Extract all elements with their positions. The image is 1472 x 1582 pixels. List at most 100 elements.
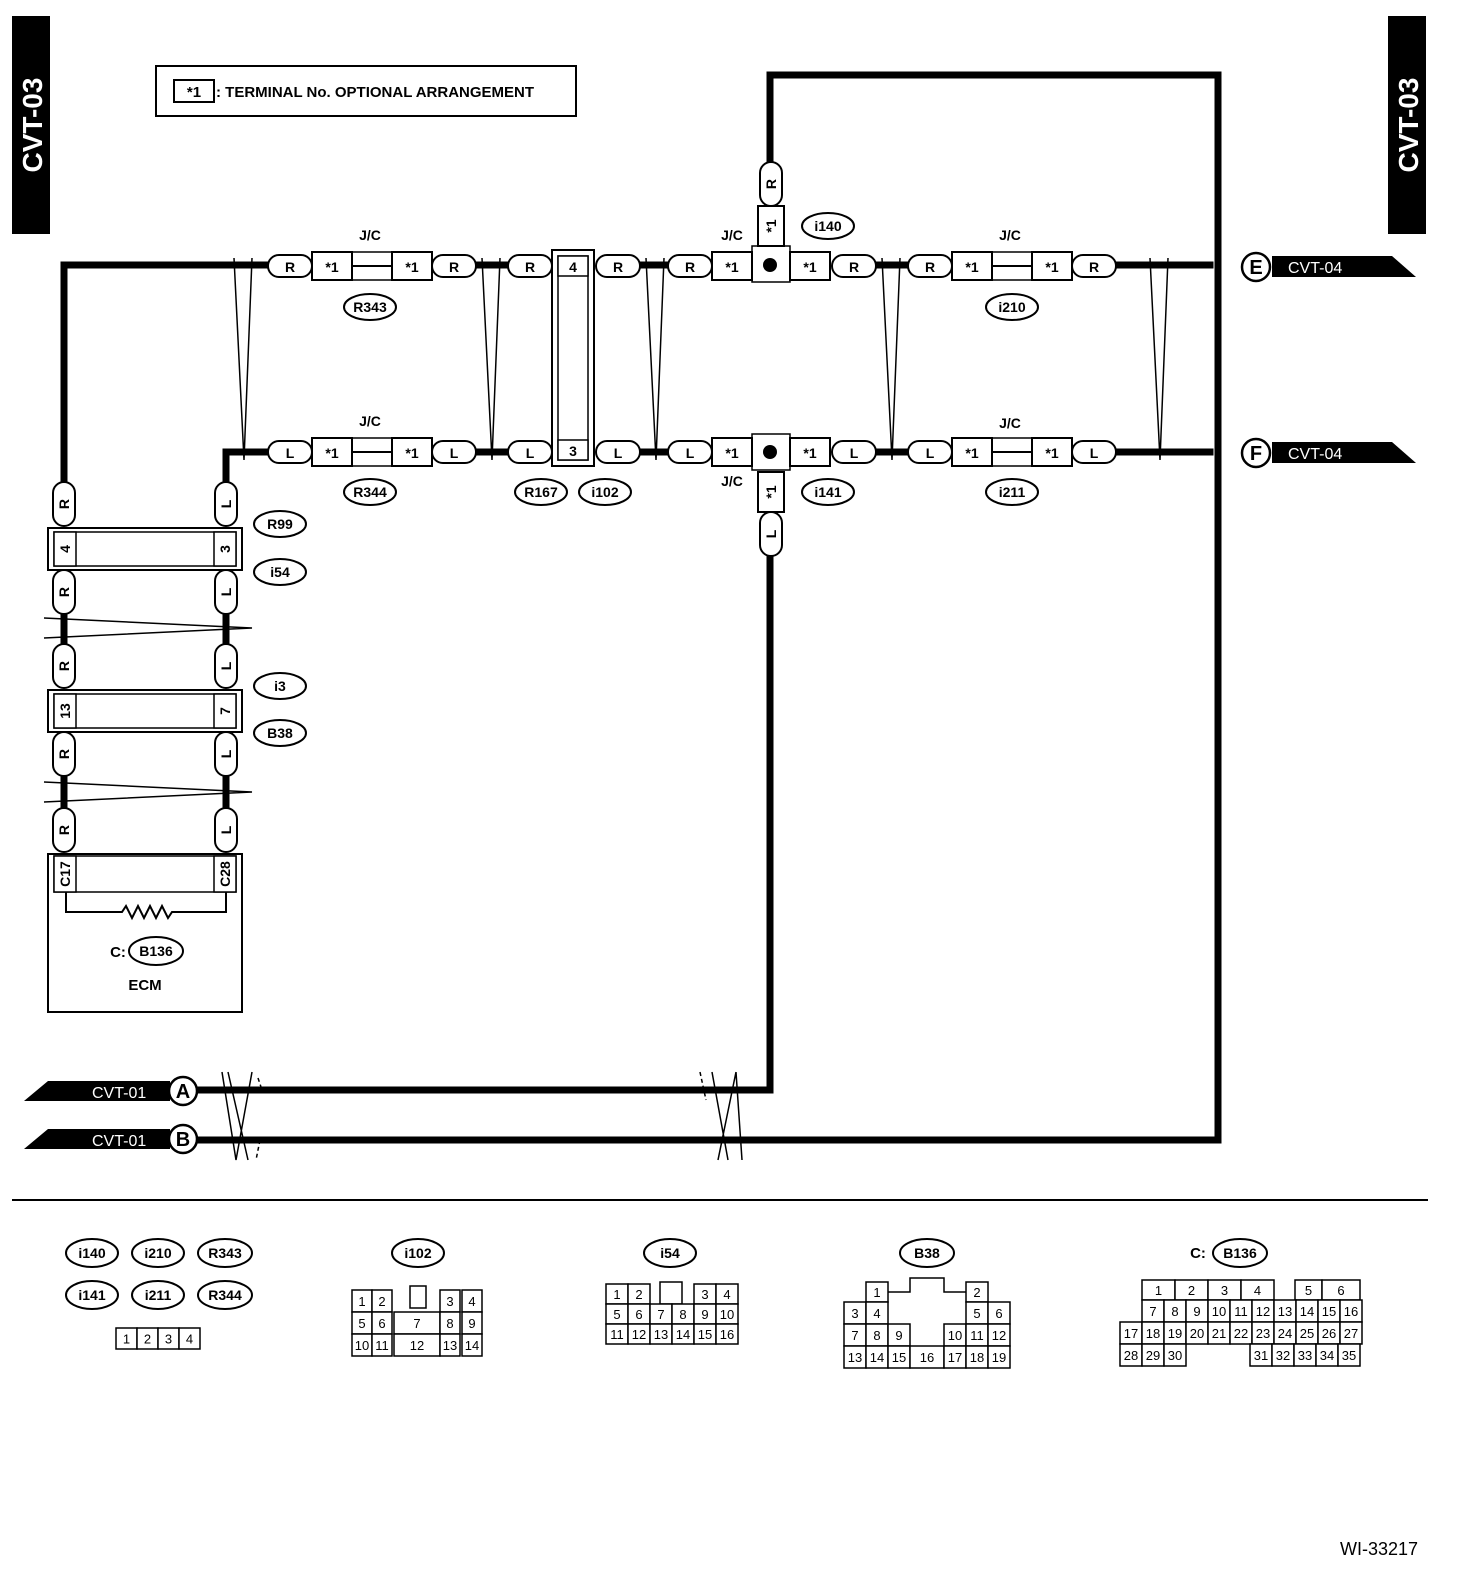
pin-r99-4: 4: [57, 545, 73, 553]
pin-ecm-c17: C17: [57, 861, 73, 887]
pin-number: 11: [1234, 1304, 1248, 1319]
pin-number: 13: [654, 1327, 668, 1342]
figure-id: WI-33217: [1340, 1539, 1418, 1559]
ecm-label: ECM: [128, 977, 161, 994]
wire-color-r: R: [763, 179, 779, 189]
page-tab-left-label: CVT-03: [17, 78, 48, 173]
pin-optional: *1: [803, 259, 816, 275]
pin-number: 29: [1146, 1348, 1160, 1363]
view-tag-r344: R344: [208, 1287, 242, 1303]
pin-number: 4: [186, 1332, 193, 1347]
pin-number: 30: [1168, 1348, 1182, 1363]
pin-number: 8: [679, 1307, 686, 1322]
pin-number: 8: [1171, 1304, 1178, 1319]
pin-i3-7: 7: [217, 707, 233, 715]
pin-number: 5: [973, 1306, 980, 1321]
wire-color-l: L: [763, 529, 779, 538]
page-tab-left: CVT-03: [12, 16, 50, 234]
pin-number: 4: [468, 1294, 475, 1309]
pin-number: 4: [1254, 1283, 1261, 1298]
view-tag-b136: B136: [1223, 1245, 1257, 1261]
view-b136-prefix: C:: [1190, 1245, 1206, 1262]
jc-label: J/C: [999, 227, 1021, 243]
wire-color-l: L: [686, 445, 695, 461]
connector-views: i140 i210 R343 i141 i211 R344 i102 i54 B…: [65, 1238, 1363, 1369]
pin-optional: *1: [405, 259, 418, 275]
pin-number: 18: [970, 1350, 984, 1365]
jc-label: J/C: [721, 473, 743, 489]
pin-cell: [461, 1333, 483, 1357]
pin-i3-13: 13: [57, 703, 73, 719]
off-page-a-ref: CVT-01: [92, 1085, 146, 1102]
wire-color-l: L: [218, 661, 234, 670]
pin-number: 9: [895, 1328, 902, 1343]
wire-color-l: L: [614, 445, 623, 461]
connector-b38-tag: B38: [267, 725, 293, 741]
wire-color-l: L: [850, 445, 859, 461]
pin-cell: [659, 1281, 683, 1305]
pin-number: 16: [920, 1350, 934, 1365]
pin-number: 19: [992, 1350, 1006, 1365]
pin-optional: *1: [965, 445, 978, 461]
pin-number: 15: [892, 1350, 906, 1365]
pin-optional: *1: [725, 259, 738, 275]
pin-number: 20: [1190, 1326, 1204, 1341]
jc-label: J/C: [999, 415, 1021, 431]
wire-color-l: L: [286, 445, 295, 461]
legend-text: : TERMINAL No. OPTIONAL ARRANGEMENT: [216, 84, 534, 101]
pin-number: 6: [995, 1306, 1002, 1321]
pin-number: 12: [632, 1327, 646, 1342]
pin-number: 1: [613, 1287, 620, 1302]
pin-number: 4: [723, 1287, 730, 1302]
page-tab-right: CVT-03: [1388, 16, 1426, 234]
pin-number: 24: [1278, 1326, 1292, 1341]
page-tab-right-label: CVT-03: [1393, 78, 1424, 173]
row-r: R *1 *1 R J/C R343 R 4 R R *1 *1 R *1 R: [267, 161, 1117, 467]
wire-color-l: L: [450, 445, 459, 461]
view-tag-r343: R343: [208, 1245, 242, 1261]
pin-number: 2: [1188, 1283, 1195, 1298]
pin-optional: *1: [803, 445, 816, 461]
wire-color-r: R: [56, 825, 72, 835]
off-page-a-letter: A: [176, 1081, 190, 1103]
pin-number: 6: [635, 1307, 642, 1322]
wire-color-l: L: [926, 445, 935, 461]
wire-color-r: R: [56, 749, 72, 759]
pin-number: 3: [165, 1332, 172, 1347]
pin-cell: [987, 1345, 1011, 1369]
wire-color-r: R: [56, 661, 72, 671]
view-tag-i140: i140: [78, 1245, 105, 1261]
row-l: L *1 *1 L J/C R344 L 3 L R167 i102 L *1 …: [267, 413, 1117, 557]
pin-optional: *1: [725, 445, 738, 461]
connector-i141-tag: i141: [814, 484, 841, 500]
pin-number: 3: [701, 1287, 708, 1302]
wire-color-r: R: [1089, 259, 1099, 275]
pin-number: 34: [1320, 1348, 1334, 1363]
pin-number: 11: [375, 1338, 389, 1353]
wire-color-l: L: [218, 825, 234, 834]
pin-number: 18: [1146, 1326, 1160, 1341]
pin-number: 9: [701, 1307, 708, 1322]
view-tag-i102: i102: [404, 1245, 431, 1261]
pin-number: 3: [851, 1306, 858, 1321]
pin-number: 8: [446, 1316, 453, 1331]
wire-color-r: R: [925, 259, 935, 275]
pin-number: 32: [1276, 1348, 1290, 1363]
pin-cell: [1163, 1343, 1187, 1367]
off-page-b: B CVT-01: [24, 1123, 199, 1155]
pin-number: 5: [358, 1316, 365, 1331]
pin-cell: [178, 1327, 201, 1350]
wire-color-l: L: [218, 499, 234, 508]
legend: *1 : TERMINAL No. OPTIONAL ARRANGEMENT: [155, 65, 577, 117]
legend-symbol: *1: [187, 84, 201, 101]
pin-number: 8: [873, 1328, 880, 1343]
pin-r167-4: 4: [569, 259, 577, 275]
off-page-f-letter: F: [1250, 443, 1262, 465]
pin-number: 1: [358, 1294, 365, 1309]
pin-number: 14: [465, 1338, 479, 1353]
pin-number: 1: [873, 1285, 880, 1300]
pin-optional: *1: [1045, 445, 1058, 461]
pin-number: 19: [1168, 1326, 1182, 1341]
connector-r167-tag: R167: [524, 484, 558, 500]
